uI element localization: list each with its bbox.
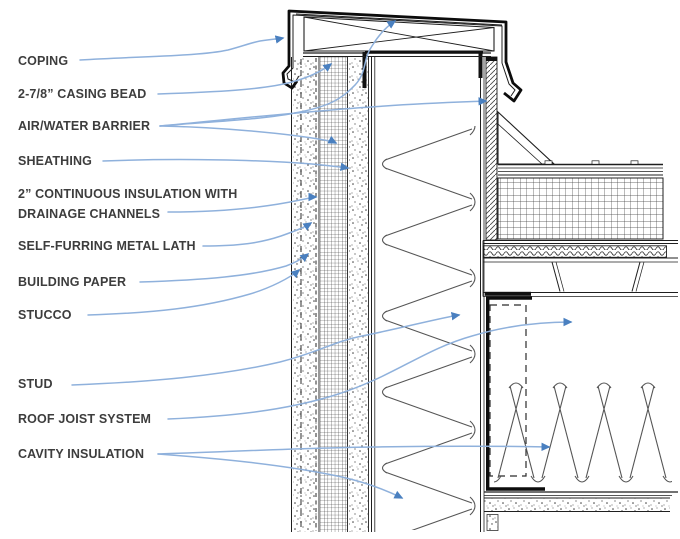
label-cavity-insulation: CAVITY INSULATION xyxy=(18,447,145,461)
leader-cavity-insulation-ceiling xyxy=(157,442,551,455)
parapet-back-sheathing-cap xyxy=(486,57,497,61)
stucco-layer xyxy=(293,57,317,532)
leader-cavity-insulation-wall xyxy=(157,453,404,499)
roof-deck xyxy=(482,240,678,297)
leader-continuous-insulation xyxy=(167,192,318,213)
label-coping: COPING xyxy=(18,54,69,68)
leader-air-water-barrier-top xyxy=(159,20,397,127)
stud-stub-left xyxy=(362,52,367,88)
leader-lines xyxy=(71,20,573,499)
wall-cavity-insulation-batts xyxy=(375,126,481,530)
sheathing-layer xyxy=(349,57,368,532)
stud-stub-right xyxy=(478,52,483,78)
leader-building-paper xyxy=(139,253,310,283)
cant-strip-inner-line xyxy=(497,123,543,165)
parapet-back-sheathing xyxy=(485,56,498,241)
wall-assembly xyxy=(291,52,485,532)
coping-underside-line xyxy=(295,13,503,26)
metal-lath-insulation-layer xyxy=(320,57,347,532)
roof-rigid-insulation xyxy=(497,177,664,240)
ceiling xyxy=(484,491,678,531)
label-sheathing: SHEATHING xyxy=(18,154,93,168)
ceiling-cavity-insulation-batts xyxy=(494,377,672,489)
label-continuous-insulation: 2” CONTINUOUS INSULATION WITH DRAINAGE C… xyxy=(18,187,238,222)
wall-board-below xyxy=(486,514,499,531)
blocking-x-line-2 xyxy=(303,27,495,52)
leader-stucco xyxy=(87,269,301,316)
label-stud: STUD xyxy=(18,377,53,391)
roof-joist-space xyxy=(486,296,672,491)
leader-air-water-barrier-wall xyxy=(159,125,338,144)
label-building-paper: BUILDING PAPER xyxy=(18,275,127,289)
leader-stud xyxy=(71,312,461,386)
roof-assembly xyxy=(482,110,678,531)
leader-air-water-barrier-back xyxy=(159,97,488,127)
blocking-x-line-1 xyxy=(303,16,495,52)
cant-strip xyxy=(497,110,556,165)
leader-sheathing xyxy=(102,158,350,171)
leader-coping xyxy=(79,35,285,61)
leader-metal-lath xyxy=(202,222,313,247)
label-self-furring-metal-lath: SELF-FURRING METAL LATH xyxy=(18,239,196,253)
roof-membrane xyxy=(498,160,663,176)
leader-roof-joist-system xyxy=(167,317,573,420)
label-roof-joist-system: ROOF JOIST SYSTEM xyxy=(18,412,152,426)
label-air-water-barrier: AIR/WATER BARRIER xyxy=(18,119,151,133)
top-plate-bar xyxy=(365,50,483,54)
ceiling-board xyxy=(484,498,670,511)
leader-casing-bead xyxy=(157,63,333,95)
label-stucco: STUCCO xyxy=(18,308,72,322)
metal-coping-inner xyxy=(286,14,516,97)
label-casing-bead: 2-7/8” CASING BEAD xyxy=(18,87,147,101)
